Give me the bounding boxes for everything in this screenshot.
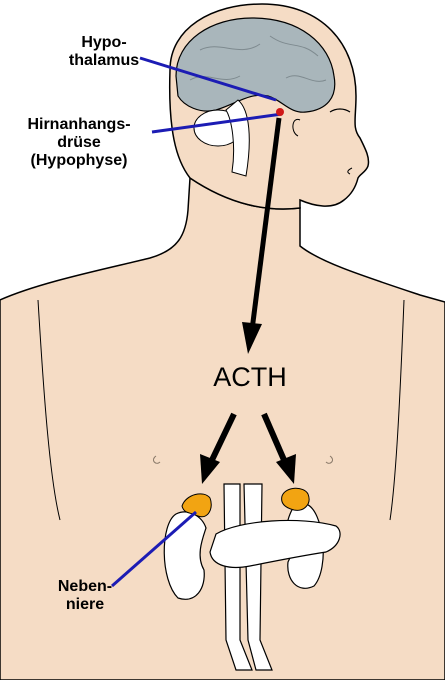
adrenal-gland-right — [282, 488, 309, 510]
label-adrenal-line-1: Neben- — [40, 578, 130, 596]
label-hypothalamus-line-2: thalamus — [54, 52, 154, 70]
label-pituitary-line-3: (Hypophyse) — [6, 152, 152, 170]
kidney-left — [164, 512, 206, 599]
label-pituitary-line-1: Hirnanhangs- — [6, 116, 152, 134]
label-acth: ACTH — [190, 362, 310, 392]
label-pituitary: Hirnanhangs- drüse (Hypophyse) — [6, 116, 152, 170]
label-hypothalamus: Hypo- thalamus — [54, 34, 154, 70]
label-adrenal: Neben- niere — [40, 578, 130, 614]
label-hypothalamus-line-1: Hypo- — [54, 34, 154, 52]
pituitary-dot — [276, 108, 284, 116]
label-adrenal-line-2: niere — [40, 596, 130, 614]
label-pituitary-line-2: drüse — [6, 134, 152, 152]
